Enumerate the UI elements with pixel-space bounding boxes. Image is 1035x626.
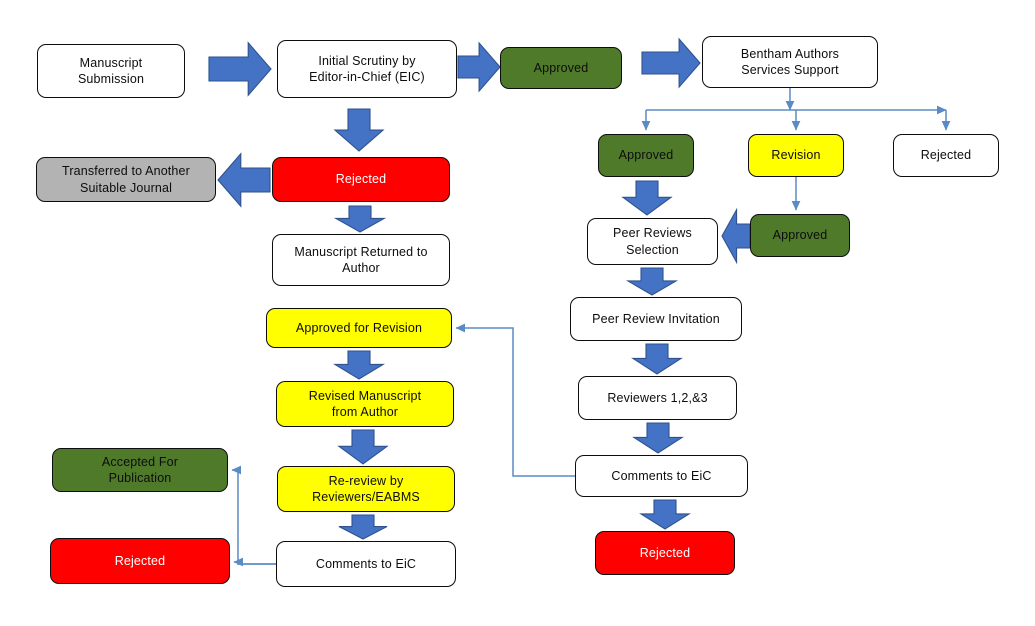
node-label: Transferred to Another Suitable Journal	[62, 164, 190, 195]
node-label: Approved	[772, 228, 828, 243]
node-label: Approved for Revision	[295, 320, 423, 335]
node-initial-scrutiny: Initial Scrutiny by Editor-in-Chief (EIC…	[277, 40, 457, 98]
node-label: Rejected	[114, 553, 166, 568]
connector-comments-right-to-approved-revision	[455, 323, 575, 477]
node-label: Rejected	[920, 148, 972, 163]
arrow-revision-to-revised	[332, 350, 386, 380]
node-reviewers-123: Reviewers 1,2,&3	[578, 376, 737, 420]
node-label: Initial Scrutiny by Editor-in-Chief (EIC…	[309, 53, 425, 85]
connector-comments-left-to-rejected	[233, 557, 276, 567]
node-approved-eic: Approved	[500, 47, 622, 89]
node-peer-review-invitation: Peer Review Invitation	[570, 297, 742, 341]
node-bentham-support: Bentham Authors Services Support	[702, 36, 878, 88]
arrow-scrutiny-to-rejected	[333, 108, 385, 152]
node-label: Revision	[771, 148, 821, 163]
arrow-reviewers-to-comments	[632, 422, 684, 454]
node-label: Approved	[618, 148, 674, 163]
node-label: Peer Reviews Selection	[613, 226, 692, 257]
node-rejected-eic: Rejected	[272, 157, 450, 202]
node-label: Accepted For Publication	[101, 454, 179, 486]
node-manuscript-submission: Manuscript Submission	[37, 44, 185, 98]
node-approved-branch: Approved	[598, 134, 694, 177]
arrow-invite-to-reviewers	[631, 343, 683, 375]
node-rejected-final-right: Rejected	[595, 531, 735, 575]
node-label: Comments to EiC	[315, 556, 417, 571]
node-rejected-final-left: Rejected	[50, 538, 230, 584]
node-label: Manuscript Submission	[77, 55, 145, 87]
node-approved-for-revision: Approved for Revision	[266, 308, 452, 348]
arrow-approved2-to-peerselect	[721, 207, 751, 265]
arrow-submission-to-scrutiny	[208, 41, 272, 97]
arrow-rereview-to-comments	[338, 514, 388, 540]
arrow-revised-to-rereview	[337, 429, 389, 465]
node-manuscript-returned: Manuscript Returned to Author	[272, 234, 450, 286]
node-label: Manuscript Returned to Author	[294, 244, 428, 276]
node-re-review: Re-review by Reviewers/EABMS	[277, 466, 455, 512]
arrow-rejected-to-transferred	[217, 152, 271, 208]
node-label: Approved	[533, 60, 589, 75]
arrow-approved-to-peerselect	[621, 180, 673, 216]
node-transferred-journal: Transferred to Another Suitable Journal	[36, 157, 216, 202]
node-label: Rejected	[639, 545, 691, 560]
node-label: Rejected	[335, 172, 387, 187]
node-label: Reviewers 1,2,&3	[607, 390, 708, 405]
node-label: Comments to EiC	[611, 468, 712, 483]
arrow-peerselect-to-invite	[625, 267, 679, 296]
arrow-approved-to-bentham	[641, 37, 701, 89]
node-rejected-branch: Rejected	[893, 134, 999, 177]
arrow-scrutiny-to-approved	[457, 41, 501, 93]
node-revised-manuscript: Revised Manuscript from Author	[276, 381, 454, 427]
node-comments-to-eic-left: Comments to EiC	[276, 541, 456, 587]
node-label: Re-review by Reviewers/EABMS	[312, 473, 420, 505]
node-label: Bentham Authors Services Support	[740, 46, 840, 78]
node-approved-revision-accept: Approved	[750, 214, 850, 257]
arrow-rejected-to-returned	[333, 205, 387, 233]
node-comments-to-eic-right: Comments to EiC	[575, 455, 748, 497]
node-label: Revised Manuscript from Author	[308, 388, 422, 420]
arrow-comments-to-rejected	[639, 499, 691, 530]
node-revision-branch: Revision	[748, 134, 844, 177]
connector-comments-left-to-accepted	[231, 465, 276, 565]
node-label: Peer Review Invitation	[592, 311, 720, 326]
node-accepted-for-publication: Accepted For Publication	[52, 448, 228, 492]
node-peer-reviews-selection: Peer Reviews Selection	[587, 218, 718, 265]
